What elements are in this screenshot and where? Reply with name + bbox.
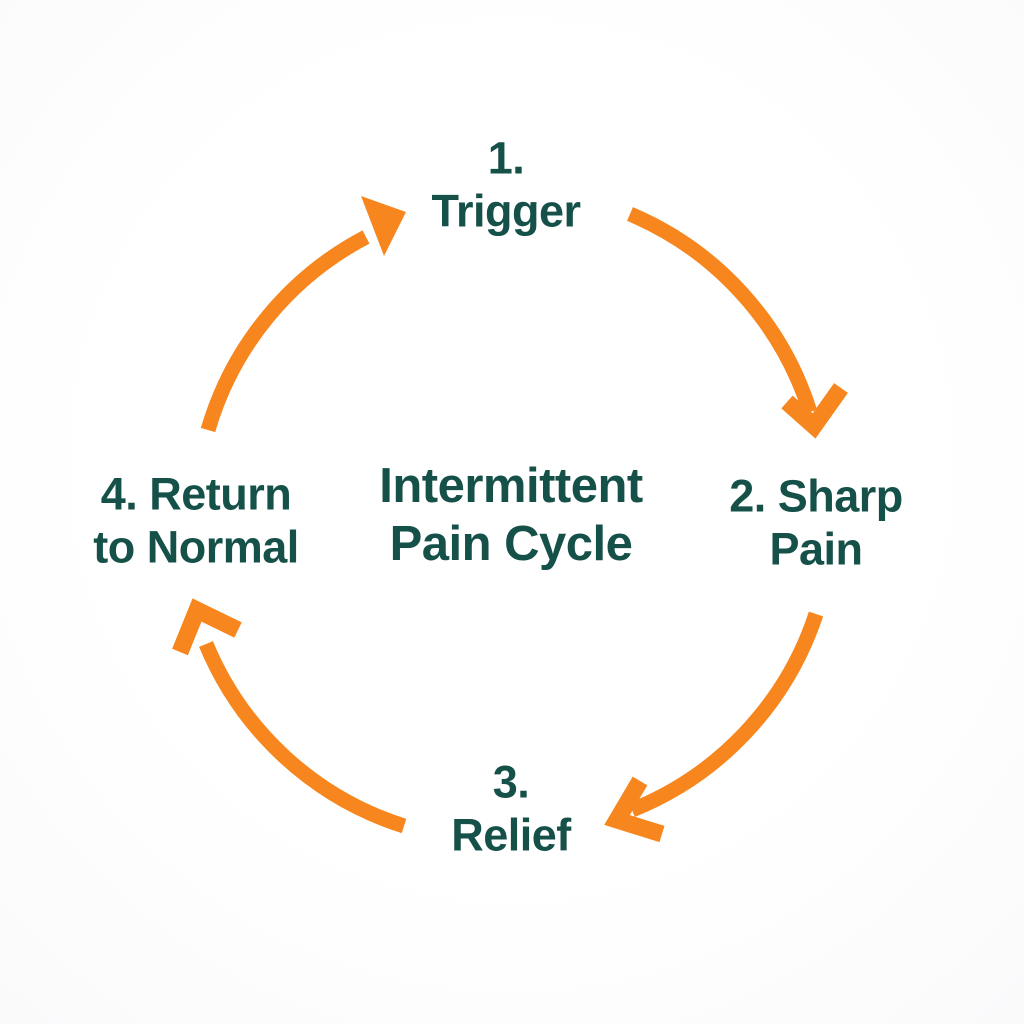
arrow-trigger-to-sharp-pain-icon: [627, 207, 848, 439]
diagram-title: Intermittent Pain Cycle: [379, 458, 643, 574]
stage-number: 1.: [487, 132, 525, 184]
stage-4-return-to-normal: 4. Return to Normal: [93, 468, 299, 573]
stage-line: to Normal: [93, 521, 299, 572]
stage-line: Pain: [769, 523, 863, 574]
stage-line: 2. Sharp: [729, 470, 903, 522]
arrow-sharp-pain-to-relief-icon: [604, 611, 824, 843]
stage-1-trigger: 1. Trigger: [431, 132, 581, 237]
stage-line: 4. Return: [100, 468, 292, 520]
stage-label: Trigger: [431, 185, 581, 236]
title-line: Pain Cycle: [389, 517, 633, 571]
stage-3-relief: 3. Relief: [451, 756, 571, 861]
stage-label: Relief: [451, 809, 571, 860]
stage-number: 3.: [492, 756, 530, 808]
arrow-return-to-normal-to-trigger-icon: [200, 196, 406, 433]
title-line: Intermittent: [379, 459, 643, 514]
arrow-relief-to-return-to-normal-icon: [172, 598, 407, 834]
stage-2-sharp-pain: 2. Sharp Pain: [729, 470, 903, 575]
